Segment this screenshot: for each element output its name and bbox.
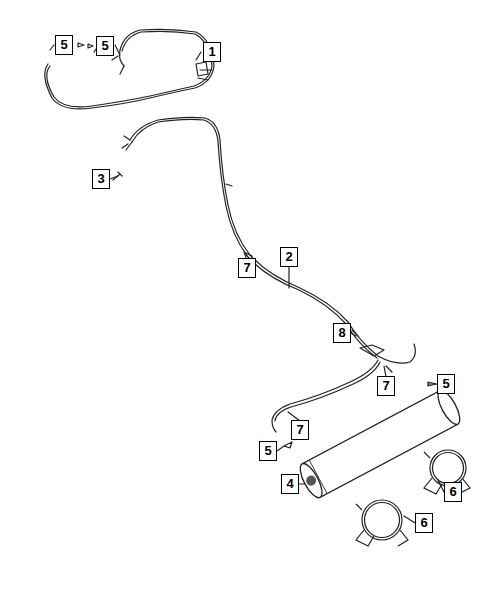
callout-number: 3 — [97, 172, 104, 186]
callout-box: 5 — [55, 35, 73, 55]
vacuum-harness — [45, 29, 214, 109]
mounting-strap — [356, 450, 470, 546]
callout-box: 1 — [203, 42, 221, 62]
callout-number: 5 — [442, 377, 449, 391]
callout-number: 6 — [449, 485, 456, 499]
callout-number: 1 — [208, 45, 215, 59]
callout-box: 6 — [444, 482, 462, 502]
callout-box: 5 — [259, 441, 277, 461]
vacuum-line — [130, 117, 415, 363]
callout-box: 5 — [437, 374, 455, 394]
callout-box: 7 — [377, 376, 395, 396]
callout-box: 7 — [291, 420, 309, 440]
callout-number: 7 — [296, 423, 303, 437]
callout-box: 3 — [92, 169, 110, 189]
callout-number: 5 — [101, 39, 108, 53]
callout-number: 8 — [338, 326, 345, 340]
callout-box: 6 — [415, 513, 433, 533]
callout-number: 7 — [243, 261, 250, 275]
callout-box: 2 — [280, 247, 298, 267]
callout-number: 2 — [285, 250, 292, 264]
callout-box: 4 — [281, 474, 299, 494]
callout-box: 7 — [238, 258, 256, 278]
callout-number: 5 — [60, 38, 67, 52]
callout-number: 4 — [286, 477, 293, 491]
callout-number: 7 — [382, 379, 389, 393]
callout-box: 5 — [96, 36, 114, 56]
callout-number: 5 — [264, 444, 271, 458]
callout-number: 6 — [420, 516, 427, 530]
callout-box: 8 — [333, 323, 351, 343]
